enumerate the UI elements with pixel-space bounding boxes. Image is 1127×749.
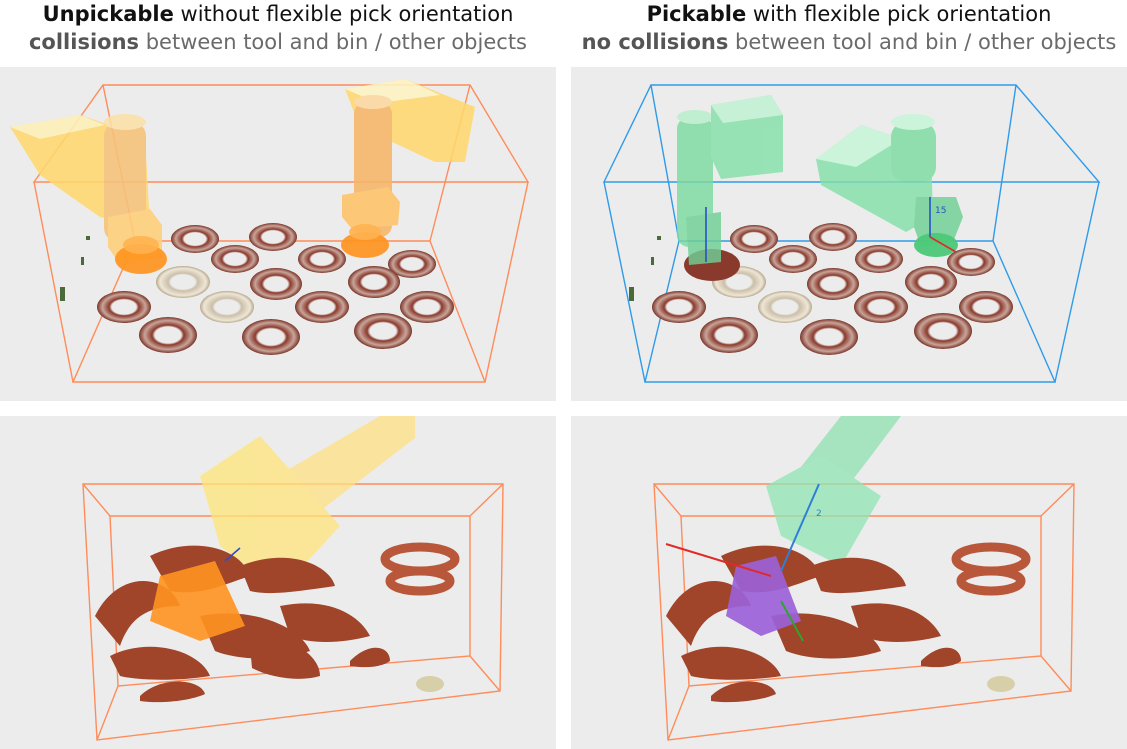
- pick-axis: [224, 547, 241, 562]
- scene-top-right: 15: [571, 67, 1127, 401]
- right-caption-line1-text: with flexible pick orientation: [746, 2, 1052, 26]
- grasped-part-right: [914, 233, 958, 257]
- standing-ring: [951, 542, 1031, 596]
- grasp-block: [726, 556, 801, 636]
- right-caption-line1: Pickable with flexible pick orientation: [571, 0, 1127, 28]
- unpickable-label: Unpickable: [42, 2, 174, 26]
- scene-bottom-right-canvas: 2: [653, 416, 1075, 741]
- scene-bottom-right: 2: [571, 416, 1127, 749]
- pickable-label: Pickable: [646, 2, 747, 26]
- scene-bottom-left-canvas: [82, 416, 504, 741]
- left-caption-line2-text: between tool and bin / other objects: [139, 30, 527, 54]
- scene-top-left-canvas: [10, 79, 530, 383]
- left-caption-line1: Unpickable without flexible pick orienta…: [0, 0, 556, 28]
- noise-specks: [60, 236, 90, 301]
- tool-right: [816, 114, 963, 247]
- parts-rings: [97, 223, 454, 355]
- noise-object: [416, 676, 444, 692]
- collision-part-left: [115, 236, 167, 274]
- parts-tangle: [666, 545, 961, 703]
- left-caption: Unpickable without flexible pick orienta…: [0, 0, 556, 56]
- collision-part-right: [341, 224, 389, 258]
- axis-label-2: 2: [816, 509, 822, 519]
- pick-axes: [705, 197, 957, 262]
- noise-specks: [629, 236, 661, 301]
- standing-ring: [380, 542, 460, 596]
- scene-top-left: [0, 67, 556, 401]
- pick-axes: [665, 483, 820, 642]
- collision-block: [150, 561, 245, 641]
- right-caption-line2: no collisions between tool and bin / oth…: [571, 28, 1127, 56]
- tool-left: [677, 95, 783, 265]
- left-caption-line1-text: without flexible pick orientation: [173, 2, 514, 26]
- left-caption-line2: collisions between tool and bin / other …: [0, 28, 556, 56]
- noise-object: [987, 676, 1015, 692]
- right-caption: Pickable with flexible pick orientation …: [571, 0, 1127, 56]
- tool-right: [342, 79, 475, 237]
- scene-bottom-left: [0, 416, 556, 749]
- no-collisions-label: no collisions: [581, 30, 729, 54]
- collisions-label: collisions: [28, 30, 140, 54]
- scene-top-right-canvas: 15: [602, 84, 1101, 383]
- tool-beam: [766, 416, 901, 566]
- right-caption-line2-text: between tool and bin / other objects: [728, 30, 1117, 54]
- axis-label-15: 15: [935, 206, 946, 216]
- bin-wireframe: [602, 84, 1101, 383]
